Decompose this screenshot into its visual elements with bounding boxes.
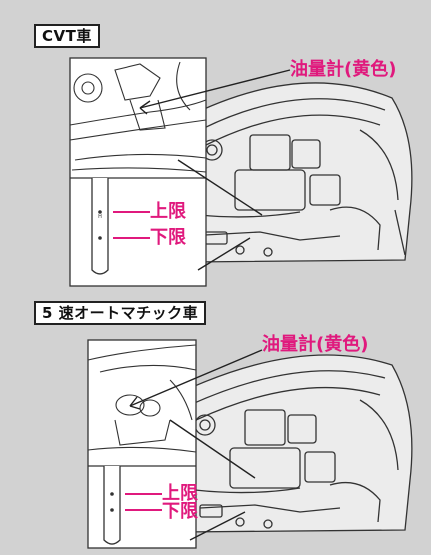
lower-limit-label-5at: 下限 [162, 501, 198, 522]
at-inset-panel [87, 339, 197, 549]
cvt-inset-panel: H [69, 57, 207, 287]
section-header-5at: 5 速オートマチック車 [34, 301, 207, 325]
cvt-engine-bay [184, 82, 413, 263]
upper-limit-label-5at: 上限 [162, 483, 198, 504]
at-engine-bay [174, 354, 413, 533]
lower-limit-label-cvt: 下限 [150, 227, 186, 248]
section-header-cvt: CVT車 [34, 24, 100, 48]
svg-text:H: H [98, 214, 102, 220]
upper-limit-label-cvt: 上限 [150, 201, 186, 222]
cvt-dipstick: H [91, 178, 109, 275]
oil-gauge-label-cvt: 油量計(黄色) [290, 59, 397, 80]
oil-gauge-label-5at: 油量計(黄色) [262, 334, 369, 355]
at-dipstick [103, 466, 121, 545]
